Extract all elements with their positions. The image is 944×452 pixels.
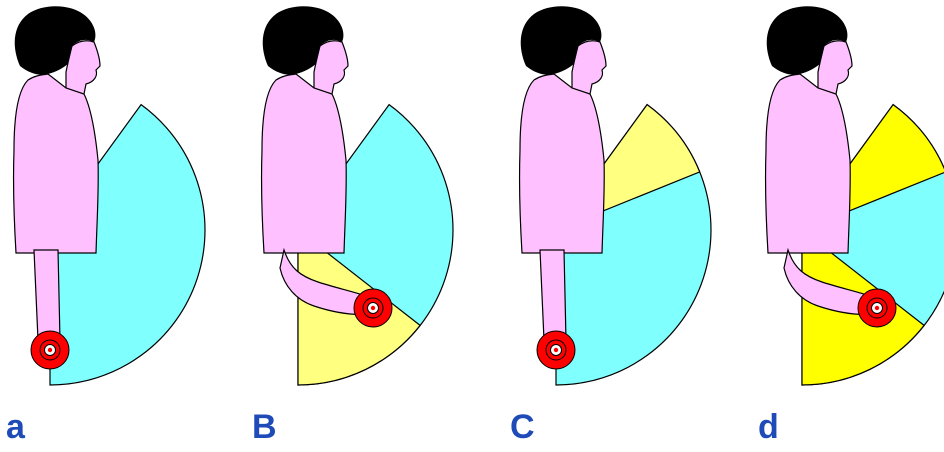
face (818, 41, 852, 96)
torso (262, 74, 347, 253)
panel-d (766, 6, 944, 385)
torso (14, 74, 99, 253)
panel-a (14, 6, 205, 385)
face (66, 41, 100, 96)
weight-center (48, 348, 52, 352)
panel-label-b: B (252, 410, 277, 444)
panel-label-c: C (510, 410, 535, 444)
face (572, 41, 606, 96)
weight-center (371, 306, 375, 310)
panel-C (520, 6, 711, 385)
panel-label-d: d (758, 410, 779, 444)
forearm (34, 250, 60, 340)
face (314, 41, 348, 96)
forearm (540, 250, 566, 340)
weight-center (875, 306, 879, 310)
panel-B (262, 6, 453, 385)
weight-center (554, 348, 558, 352)
torso (520, 74, 605, 253)
torso (766, 74, 851, 253)
panel-label-a: a (6, 410, 25, 444)
